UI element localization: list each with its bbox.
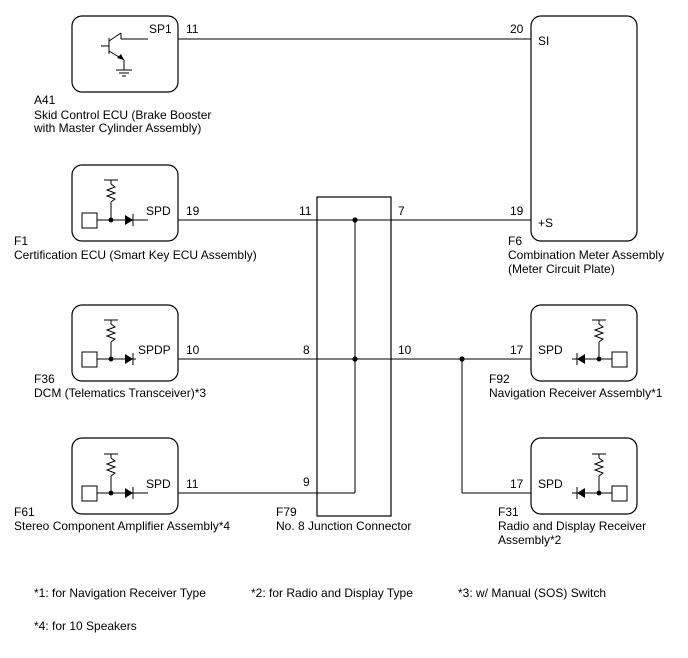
f79-pin-7: 7 bbox=[398, 204, 405, 218]
f31-name: Assembly*2 bbox=[498, 533, 562, 547]
wires bbox=[178, 38, 531, 494]
f31-code: F31 bbox=[498, 505, 519, 519]
a41-name: Skid Control ECU (Brake Booster bbox=[34, 108, 211, 122]
f92-code: F92 bbox=[489, 372, 510, 386]
f36-component-box bbox=[71, 304, 179, 382]
footnote: *4: for 10 Speakers bbox=[34, 619, 137, 633]
f79-pin-11: 11 bbox=[299, 204, 312, 218]
f1-name: Certification ECU (Smart Key ECU Assembl… bbox=[14, 248, 257, 262]
a41-name: with Master Cylinder Assembly) bbox=[33, 121, 201, 135]
f92-name: Navigation Receiver Assembly*1 bbox=[489, 386, 663, 400]
f1-pin-number: 19 bbox=[186, 204, 200, 218]
splice-dot bbox=[459, 356, 465, 362]
f92-pin-number: 17 bbox=[510, 343, 524, 357]
transistor-icon bbox=[101, 32, 148, 77]
f31-pin-number: 17 bbox=[510, 477, 524, 491]
f6-s-pin-label: +S bbox=[538, 216, 553, 230]
diode-icon bbox=[577, 488, 585, 498]
diode-icon bbox=[577, 354, 585, 364]
f36-code: F36 bbox=[34, 372, 55, 386]
f36-pin-label: SPDP bbox=[138, 343, 171, 357]
pullup-resistor-icon bbox=[104, 179, 118, 220]
f1-code: F1 bbox=[14, 234, 28, 248]
pullup-resistor-icon bbox=[592, 319, 606, 359]
f92-component-box bbox=[530, 304, 638, 382]
f6-si-pin-number: 20 bbox=[510, 22, 524, 36]
diode-icon bbox=[125, 215, 133, 225]
f92-pin-label: SPD bbox=[538, 343, 563, 357]
a41-pin-label: SP1 bbox=[149, 22, 172, 36]
splice-dot bbox=[352, 356, 358, 362]
f6-s-pin-number: 19 bbox=[510, 204, 524, 218]
footnote: *2: for Radio and Display Type bbox=[251, 586, 413, 600]
a41-pin-number: 11 bbox=[186, 22, 199, 36]
f6-code: F6 bbox=[508, 234, 522, 248]
f79-pin-8: 8 bbox=[303, 343, 310, 357]
f79-name: No. 8 Junction Connector bbox=[276, 519, 411, 533]
f61-code: F61 bbox=[14, 505, 35, 519]
f36-pin-number: 10 bbox=[186, 343, 200, 357]
f79-code: F79 bbox=[276, 505, 297, 519]
diode-icon bbox=[125, 488, 133, 498]
emitter-arrow-icon bbox=[117, 54, 124, 60]
f1-component-box bbox=[71, 164, 179, 242]
diode-icon bbox=[125, 354, 133, 364]
a41-code: A41 bbox=[34, 93, 56, 107]
f31-name: Radio and Display Receiver bbox=[498, 519, 646, 533]
f1-pin-label: SPD bbox=[146, 204, 171, 218]
a41-component-box bbox=[71, 15, 179, 93]
f31-component-box bbox=[530, 437, 638, 515]
f61-name: Stereo Component Amplifier Assembly*4 bbox=[14, 519, 230, 533]
footnote: *3: w/ Manual (SOS) Switch bbox=[458, 586, 606, 600]
junction-connector-box bbox=[316, 196, 392, 517]
f36-name: DCM (Telematics Transceiver)*3 bbox=[34, 386, 206, 400]
f6-name: (Meter Circuit Plate) bbox=[508, 262, 615, 276]
f79-pin-9: 9 bbox=[303, 475, 310, 489]
pullup-resistor-icon bbox=[592, 453, 606, 493]
f6-si-pin-label: SI bbox=[538, 34, 549, 48]
f61-pin-label: SPD bbox=[146, 477, 171, 491]
pullup-resistor-icon bbox=[104, 319, 118, 359]
f61-pin-number: 11 bbox=[186, 477, 199, 491]
pullup-resistor-icon bbox=[104, 453, 118, 493]
f79-pin-10: 10 bbox=[398, 343, 412, 357]
f31-pin-label: SPD bbox=[538, 477, 563, 491]
f61-component-box bbox=[71, 437, 179, 515]
splice-dot bbox=[352, 217, 358, 223]
footnote: *1: for Navigation Receiver Type bbox=[34, 586, 206, 600]
f6-component-box bbox=[530, 15, 638, 242]
f6-name: Combination Meter Assembly bbox=[508, 248, 664, 262]
